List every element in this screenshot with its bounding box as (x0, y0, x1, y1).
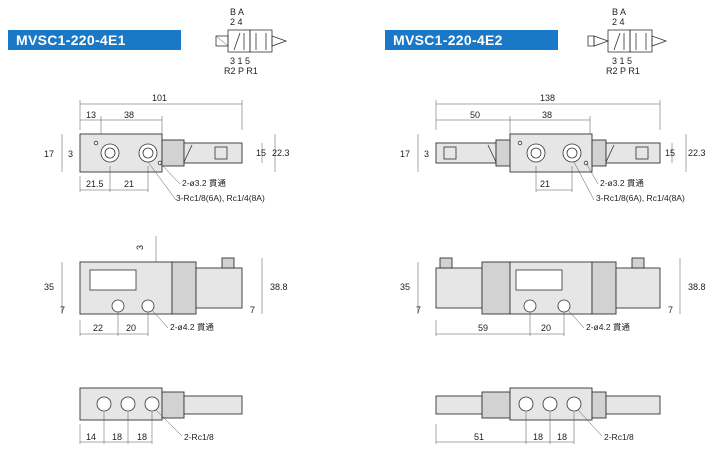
dim-3-left: 3 (68, 149, 73, 159)
dim-59-right: 59 (478, 323, 488, 333)
dim-35-right: 35 (400, 282, 410, 292)
symbol-top-ports-right: B A (612, 7, 626, 17)
dim-50-right: 50 (470, 110, 480, 120)
valve-symbol-right: B A 2 4 3 1 5 R2 P R1 (587, 7, 668, 76)
model-title-right: MVSC1-220-4E2 (385, 30, 558, 50)
note-hole-left-front: 2-ø4.2 貫通 (170, 322, 214, 332)
dim-15-left: 15 (256, 148, 266, 158)
symbol-bottom-ports-left: R2 P R1 (224, 66, 258, 76)
dim-17-right: 17 (400, 149, 410, 159)
symbol-bottom-ports-right: R2 P R1 (606, 66, 640, 76)
right-front-view: 35 38.8 7 7 59 20 2-ø4.2 貫通 (400, 257, 706, 336)
left-top-view: 101 13 38 17 3 15 22.3 (44, 93, 290, 203)
dim-7a-left: 7 (60, 305, 65, 315)
dim-18b-left: 18 (137, 432, 147, 442)
dim-35-left: 35 (44, 282, 54, 292)
dim-38-8-left: 38.8 (270, 282, 288, 292)
dim-18a-left: 18 (112, 432, 122, 442)
dim-22-left: 22 (93, 323, 103, 333)
dim-13-left: 13 (86, 110, 96, 120)
dim-22-3-right: 22.3 (688, 148, 706, 158)
left-bottom-view: 14 18 18 2-Rc1/8 (79, 387, 243, 444)
symbol-top-numbers-left: 2 4 (230, 17, 243, 27)
dim-14-left: 14 (86, 432, 96, 442)
dim-20-right: 20 (541, 323, 551, 333)
dim-38-8-right: 38.8 (688, 282, 706, 292)
dim-3-right: 3 (424, 149, 429, 159)
dim-38-right: 38 (542, 110, 552, 120)
note-port-left-bottom: 2-Rc1/8 (184, 432, 214, 442)
note-hole-right-top: 2-ø3.2 貫通 (600, 178, 644, 188)
model-title-left: MVSC1-220-4E1 (8, 30, 181, 50)
dim-3-front-left: 3 (135, 245, 145, 250)
symbol-bottom-numbers-left: 3 1 5 (230, 56, 250, 66)
dim-21-right: 21 (540, 179, 550, 189)
dim-17-left: 17 (44, 149, 54, 159)
symbol-bottom-numbers-right: 3 1 5 (612, 56, 632, 66)
left-front-view: 3 35 38.8 7 7 22 20 2-ø4.2 貫通 (44, 236, 288, 336)
dim-18a-right: 18 (533, 432, 543, 442)
dim-18b-right: 18 (557, 432, 567, 442)
valve-symbol-left: B A 2 4 3 1 5 R2 P R1 (215, 7, 288, 76)
dim-21-left: 21 (124, 179, 134, 189)
dim-22-3-left: 22.3 (272, 148, 290, 158)
dim-overall-left: 101 (152, 93, 167, 103)
dim-51-right: 51 (474, 432, 484, 442)
dim-7b-right: 7 (668, 305, 673, 315)
dim-7a-right: 7 (416, 305, 421, 315)
note-hole-right-front: 2-ø4.2 貫通 (586, 322, 630, 332)
dim-overall-right: 138 (540, 93, 555, 103)
note-port-left-top: 3-Rc1/8(6A), Rc1/4(8A) (176, 193, 265, 203)
symbol-top-ports-left: B A (230, 7, 244, 17)
dim-7b-left: 7 (250, 305, 255, 315)
dim-20-left: 20 (126, 323, 136, 333)
note-port-right-bottom: 2-Rc1/8 (604, 432, 634, 442)
symbol-top-numbers-right: 2 4 (612, 17, 625, 27)
dim-15-right: 15 (665, 148, 675, 158)
note-port-right-top: 3-Rc1/8(6A), Rc1/4(8A) (596, 193, 685, 203)
right-top-view: 138 50 38 17 3 15 (400, 93, 706, 203)
dim-21-5-left: 21.5 (86, 179, 104, 189)
right-bottom-view: 51 18 18 2-Rc1/8 (435, 387, 661, 444)
note-hole-left-top: 2-ø3.2 貫通 (182, 178, 226, 188)
dim-38-left: 38 (124, 110, 134, 120)
